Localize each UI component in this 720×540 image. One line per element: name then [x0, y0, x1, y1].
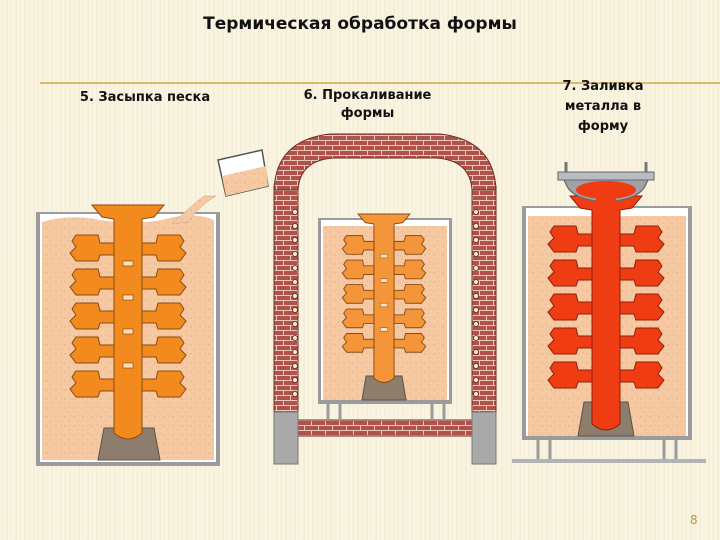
- sand-bucket-icon: [171, 149, 269, 225]
- kiln-heater-elements: [292, 209, 479, 397]
- ladle-icon: [557, 162, 655, 208]
- slide-title: Термическая обработка формы: [203, 14, 517, 34]
- step-5-caption: 5. Засыпка песка: [79, 90, 211, 105]
- step-6-caption: 6. Прокаливание формы: [303, 88, 432, 121]
- step-7-caption: 7. Заливка металла в форму: [562, 79, 644, 134]
- page-number: 8: [690, 513, 698, 527]
- title-divider: [40, 82, 720, 84]
